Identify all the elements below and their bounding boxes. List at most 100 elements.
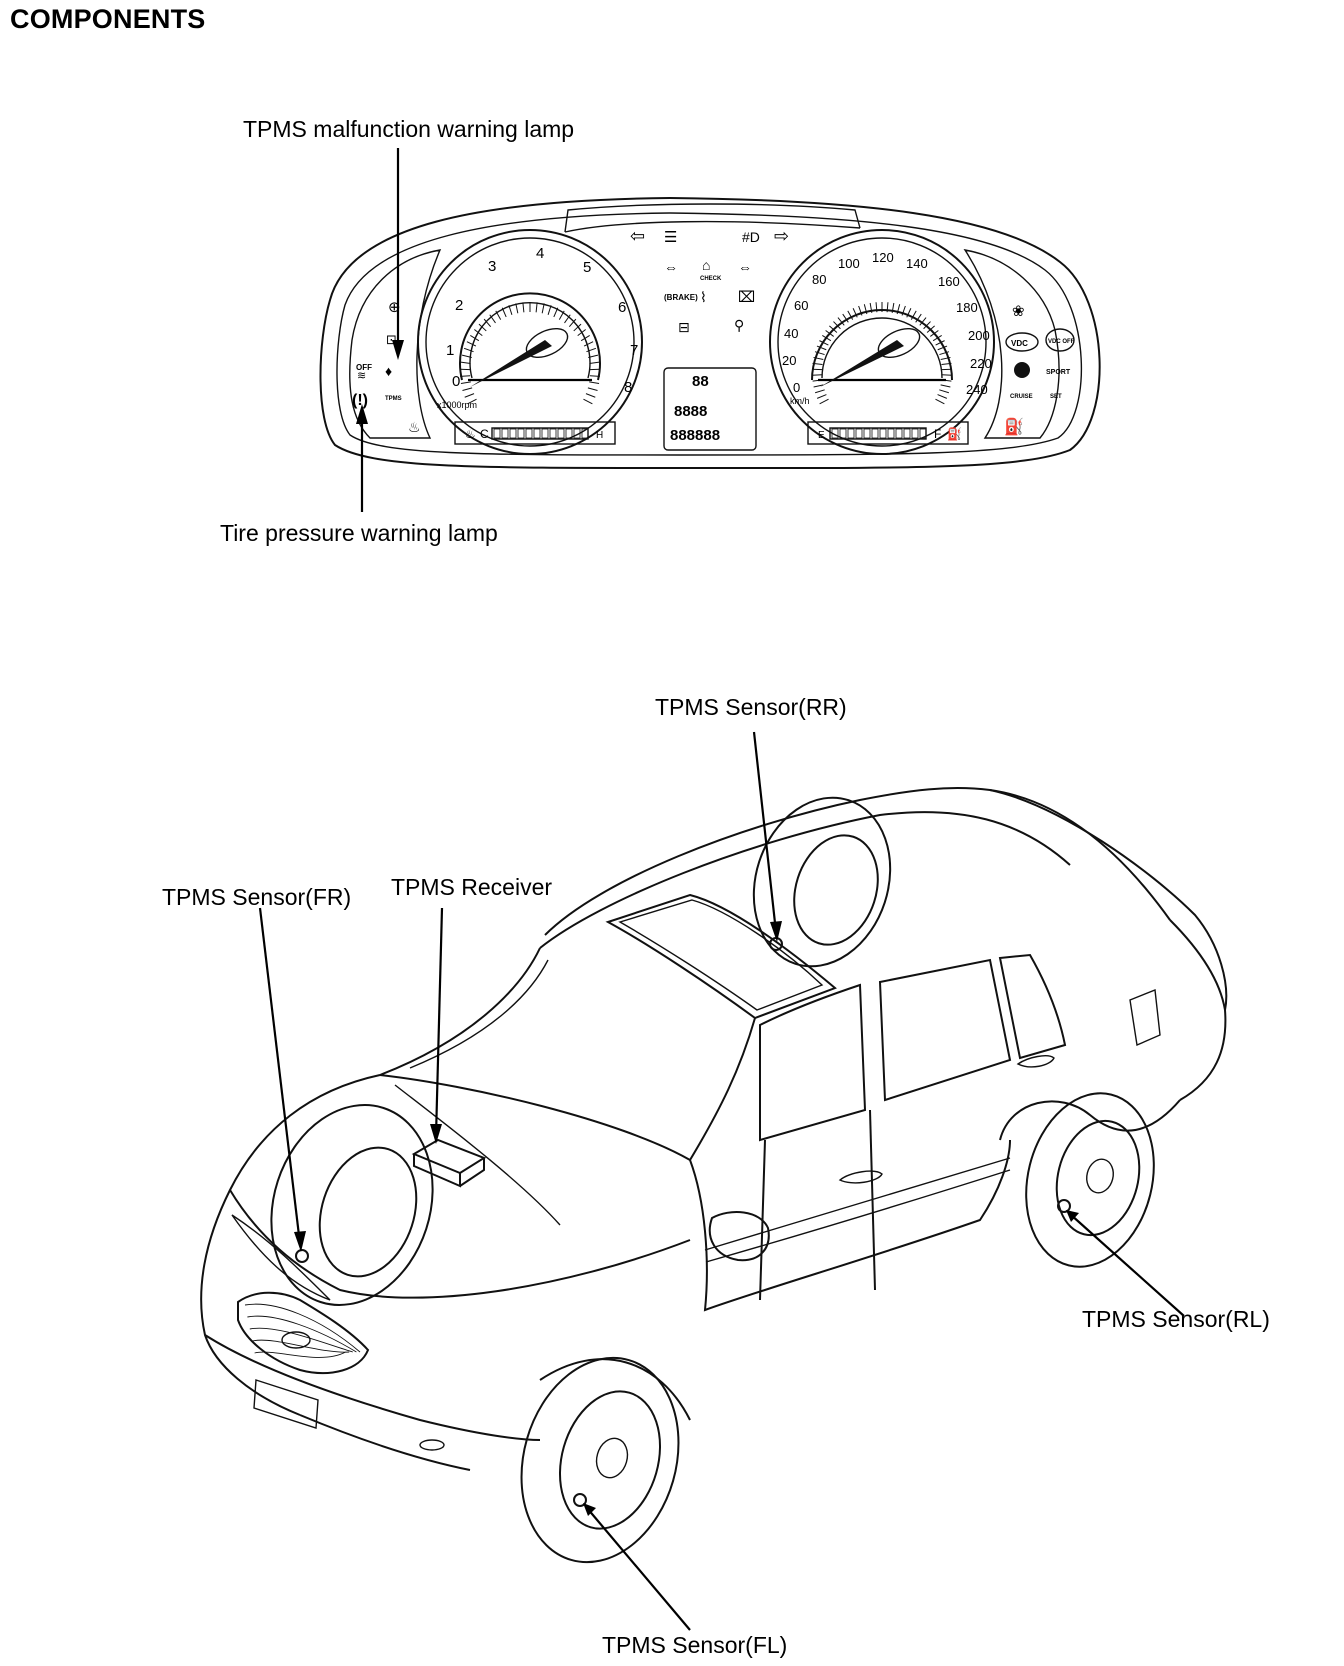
front-right-wheel: [270, 1104, 434, 1306]
gauge-tick: [580, 334, 590, 342]
tach-needle: [470, 340, 552, 387]
speedo-tick-label-200: 200: [968, 328, 990, 343]
gauge-tick: [825, 330, 834, 337]
rear-door-window: [878, 958, 1012, 1102]
gauge-tick: [858, 305, 863, 316]
coolant-icon: ♨: [465, 427, 476, 441]
speedo-tick-label-100: 100: [838, 256, 860, 271]
gauge-tick: [814, 351, 825, 356]
sensor-fl-leader: [586, 1507, 691, 1631]
fog-lamp: [419, 1439, 445, 1451]
gauge-segment: [509, 428, 517, 439]
tach-tick-label-7: 7: [630, 342, 638, 359]
trunk-open-icon: ⇔: [738, 259, 752, 275]
rear-left-wheel: [1025, 1092, 1155, 1268]
grille-slats: [244, 1303, 361, 1358]
gauge-tick: [935, 398, 945, 405]
gauge-tick: [833, 321, 841, 330]
gauge-tick: [816, 345, 827, 351]
gauge-tick: [583, 398, 593, 405]
side-molding: [704, 1157, 1011, 1251]
speedo-unit: km/h: [790, 396, 810, 406]
instrument-cluster: 0 1 2 3 4 5 6 7 8 x1000rpm C H ♨: [319, 196, 1101, 470]
gauge-segment: [541, 428, 549, 439]
grille-slat: [254, 1351, 346, 1358]
right-side-panel: [963, 249, 1060, 439]
roof-outline: [544, 787, 1171, 936]
temp-low-label: C: [480, 427, 489, 441]
brand-emblem: [281, 1331, 311, 1349]
off-label: OFF: [356, 363, 372, 372]
gauge-tick: [460, 361, 471, 365]
gauge-tick: [547, 305, 552, 315]
gauge-segment: [863, 428, 871, 439]
sport-lamp-label: SPORT: [1046, 369, 1071, 376]
gauge-tick: [483, 318, 492, 328]
gauge-segment: [557, 428, 565, 439]
windshield: [379, 947, 756, 1162]
tach-scale-arc: [459, 292, 601, 381]
gauge-segment: [525, 428, 533, 439]
fuel-pump-small-icon: ⛽: [947, 427, 962, 441]
gauge-segment: [895, 428, 903, 439]
gauge-segment: [879, 428, 887, 439]
engine-check-icon: ⌂: [702, 257, 710, 273]
gauge-segment: [581, 428, 589, 439]
gauge-tick: [583, 341, 594, 347]
gauge-tick: [891, 302, 895, 313]
turn-right-icon: ⇨: [774, 226, 789, 246]
gear-display: 88: [692, 373, 709, 390]
rear-door-handle: [1016, 1055, 1055, 1068]
gauge-tick: [470, 334, 480, 342]
gauge-tick: [467, 398, 477, 405]
speedo-tick-label-60: 60: [794, 298, 808, 313]
brake-icon: (BRAKE): [664, 293, 698, 302]
gauge-tick: [886, 302, 889, 313]
gauge-tick: [937, 394, 948, 399]
sensor-rl-callout: TPMS Sensor(RL): [1082, 1306, 1270, 1332]
temp-high-label: H: [596, 430, 603, 441]
tach-tick-marks: [460, 302, 600, 405]
vehicle-illustration: [200, 787, 1228, 1564]
gauge-tick: [553, 307, 559, 318]
gauge-tick: [522, 302, 525, 313]
tach-tick-label-6: 6: [618, 299, 626, 316]
gauge-tick: [508, 305, 513, 315]
rear-deck: [989, 789, 1228, 1011]
gauge-tick: [813, 384, 824, 388]
gauge-segment: [871, 428, 879, 439]
gauge-tick: [812, 362, 823, 366]
gauge-tick: [939, 351, 950, 356]
turn-left-icon: ⇦: [630, 226, 645, 246]
speedo-tick-label-240: 240: [966, 382, 988, 397]
gauge-tick: [847, 310, 854, 320]
gauge-tick: [822, 334, 832, 342]
pressure-lamp-arrowhead: [356, 404, 368, 424]
tach-tick-label-0: 0: [452, 373, 460, 390]
gauge-tick: [515, 303, 519, 314]
gauge-segment: [847, 428, 855, 439]
tach-tick-label-3: 3: [488, 258, 496, 275]
gauge-tick: [816, 394, 827, 399]
cluster-housing-inner: [336, 212, 1083, 456]
gauge-segment: [565, 428, 573, 439]
gauge-tick: [935, 340, 945, 346]
side-mirror: [708, 1211, 770, 1262]
gauge-tick: [589, 381, 600, 384]
gauge-tick: [478, 323, 487, 332]
gauge-tick: [474, 329, 483, 336]
fuel-low-label: E: [818, 430, 825, 441]
gauge-tick: [819, 340, 829, 346]
gauge-tick: [837, 317, 845, 326]
gauge-tick: [461, 354, 472, 359]
sensor-fr-icon: [295, 1249, 309, 1263]
fuel-segments: [831, 428, 927, 439]
speedo-tick-label-180: 180: [956, 300, 978, 315]
gauge-tick: [940, 384, 951, 388]
license-plate: [253, 1379, 319, 1429]
tach-tick-label-2: 2: [455, 297, 463, 314]
gauge-segment: [549, 428, 557, 439]
gauge-tick: [586, 347, 597, 353]
gauge-tick: [842, 313, 849, 323]
